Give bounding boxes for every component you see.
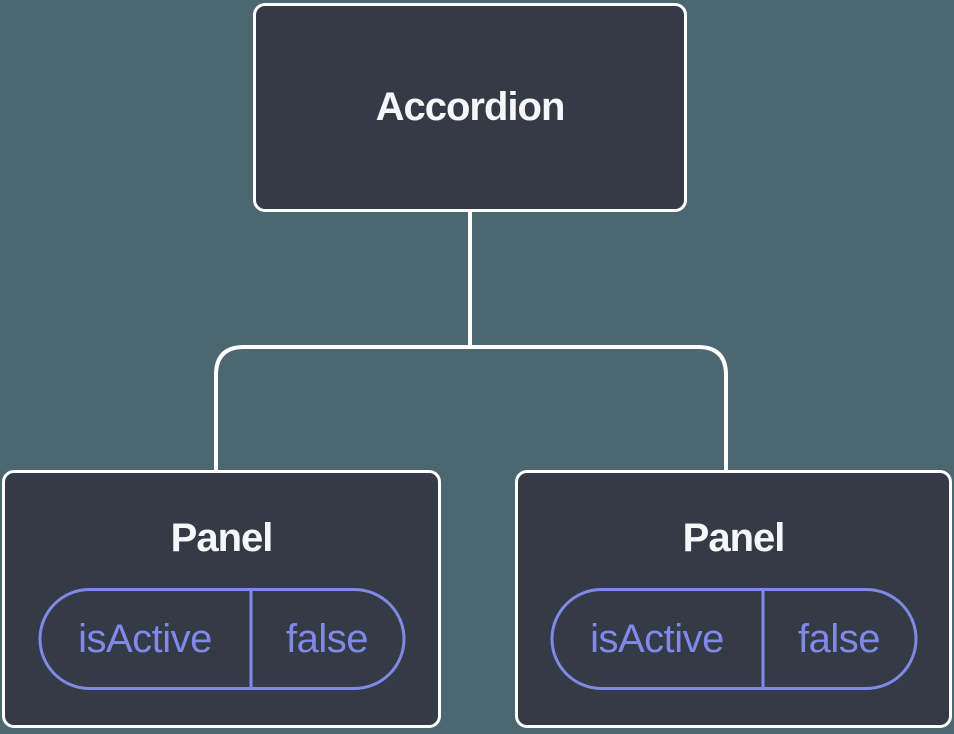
state-pill: isActive false (550, 588, 917, 690)
panel-label: Panel (682, 516, 786, 560)
state-key: isActive (553, 591, 764, 687)
panel-node-left: Panel isActive false (2, 470, 441, 728)
panel-node-right: Panel isActive false (515, 470, 952, 728)
accordion-node: Accordion (253, 3, 687, 212)
accordion-label: Accordion (375, 85, 566, 129)
connector-branch (214, 345, 728, 472)
state-key: isActive (41, 591, 252, 687)
state-value: false (798, 616, 881, 661)
state-pill: isActive false (38, 588, 405, 690)
panel-label: Panel (170, 516, 274, 560)
state-value: false (286, 616, 369, 661)
